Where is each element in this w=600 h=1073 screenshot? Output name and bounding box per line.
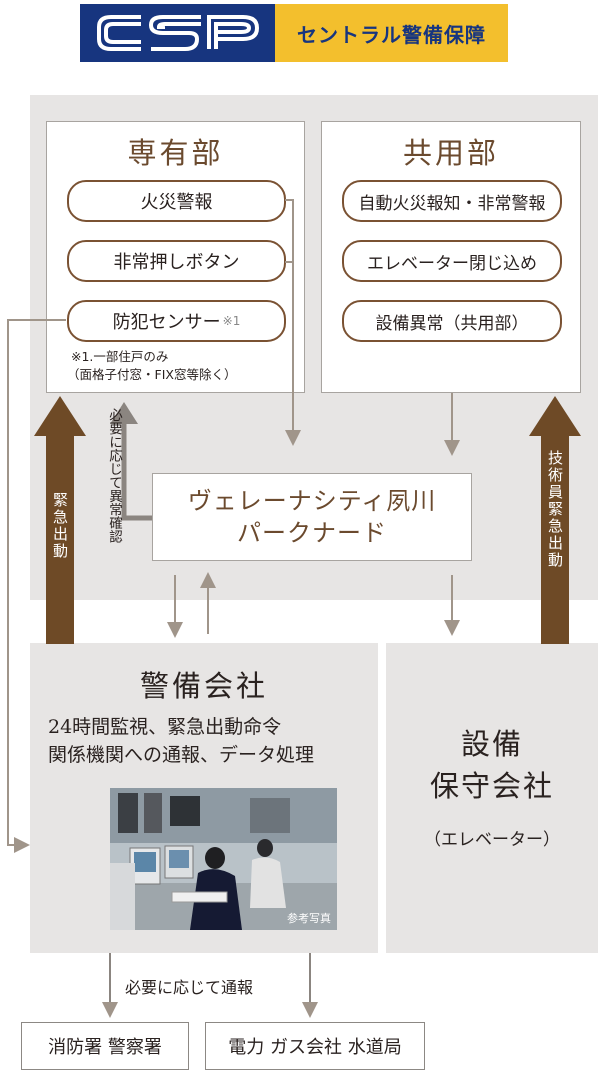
sensor-connector-arrow — [7, 319, 66, 853]
csp-logo-mark — [80, 4, 275, 62]
auto-fire-alarm-item: 自動火災報知・非常警報 — [342, 180, 562, 222]
emergency-button-item: 非常押しボタン — [67, 240, 286, 282]
common-area-title: 共用部 — [402, 136, 499, 170]
footnote-line2: （面格子付窓・FIX窓等除く） — [67, 367, 237, 382]
technician-dispatch-label: 技術員緊急出動 — [546, 450, 564, 569]
private-area-box: 専有部 火災警報 非常押しボタン 防犯センサー※1 ※1.一部住戸のみ （面格子… — [46, 121, 305, 393]
security-company-title: 警備会社 — [139, 669, 268, 703]
security-company-panel: 警備会社 24時間監視、緊急出動命令 関係機関への通報、データ処理 参考写真 — [30, 643, 378, 953]
building-name-line1: ヴェレーナシティ夙川 — [187, 487, 437, 515]
technician-dispatch-arrow-head — [529, 396, 581, 436]
check-if-needed-label: 必要に応じて異常確認 — [106, 408, 122, 543]
check-arrow-line — [121, 420, 152, 521]
emergency-dispatch-arrow-shaft — [46, 432, 74, 644]
company-name: セントラル警備保障 — [297, 22, 486, 47]
csp-logo-wordmark — [96, 15, 259, 51]
security-sensor-item: 防犯センサー※1 — [67, 300, 286, 342]
building-name-line2: パークナード — [237, 519, 387, 547]
technician-dispatch-arrow-shaft — [541, 432, 569, 644]
maintenance-company-subtitle: （エレベーター） — [424, 830, 560, 850]
private-area-title: 専有部 — [127, 136, 224, 170]
elevator-trap-item: エレベーター閉じ込め — [342, 240, 562, 282]
maintenance-company-panel: 設備 保守会社 （エレベーター） — [386, 643, 598, 953]
emergency-dispatch-label: 緊急出動 — [51, 492, 69, 560]
monitoring-room-photo: 参考写真 — [110, 788, 337, 930]
security-company-desc: 24時間監視、緊急出動命令 関係機関への通報、データ処理 — [48, 713, 378, 769]
maintenance-company-title: 設備 保守会社 — [386, 723, 598, 807]
check-arrow-head — [110, 402, 138, 424]
equipment-fault-item: 設備異常（共用部） — [342, 300, 562, 342]
monitoring-room-illustration — [110, 788, 337, 930]
emergency-dispatch-arrow-head — [34, 396, 86, 436]
utilities-box: 電力 ガス会社 水道局 — [205, 1022, 425, 1070]
building-box: ヴェレーナシティ夙川 パークナード — [152, 473, 472, 561]
photo-caption: 参考写真 — [287, 912, 331, 925]
footnote-line1: ※1.一部住戸のみ — [71, 349, 169, 364]
csp-logo: セントラル警備保障 — [80, 4, 508, 62]
security-sensor-label: 防犯センサー — [112, 312, 221, 333]
csp-logo-text-box: セントラル警備保障 — [275, 4, 508, 62]
maintenance-title-line1: 設備 — [460, 727, 523, 761]
private-to-building-arrow — [285, 199, 301, 446]
maintenance-title-line2: 保守会社 — [429, 769, 554, 803]
security-desc-line1: 24時間監視、緊急出動命令 — [48, 716, 282, 738]
security-desc-line2: 関係機関への通報、データ処理 — [48, 744, 315, 766]
sensor-note-mark: ※1 — [222, 314, 241, 328]
report-if-needed-label: 必要に応じて通報 — [125, 978, 254, 997]
police-fire-station-box: 消防署 警察署 — [21, 1022, 189, 1070]
footnote: ※1.一部住戸のみ （面格子付窓・FIX窓等除く） — [67, 348, 303, 384]
common-area-box: 共用部 自動火災報知・非常警報 エレベーター閉じ込め 設備異常（共用部） — [321, 121, 581, 393]
